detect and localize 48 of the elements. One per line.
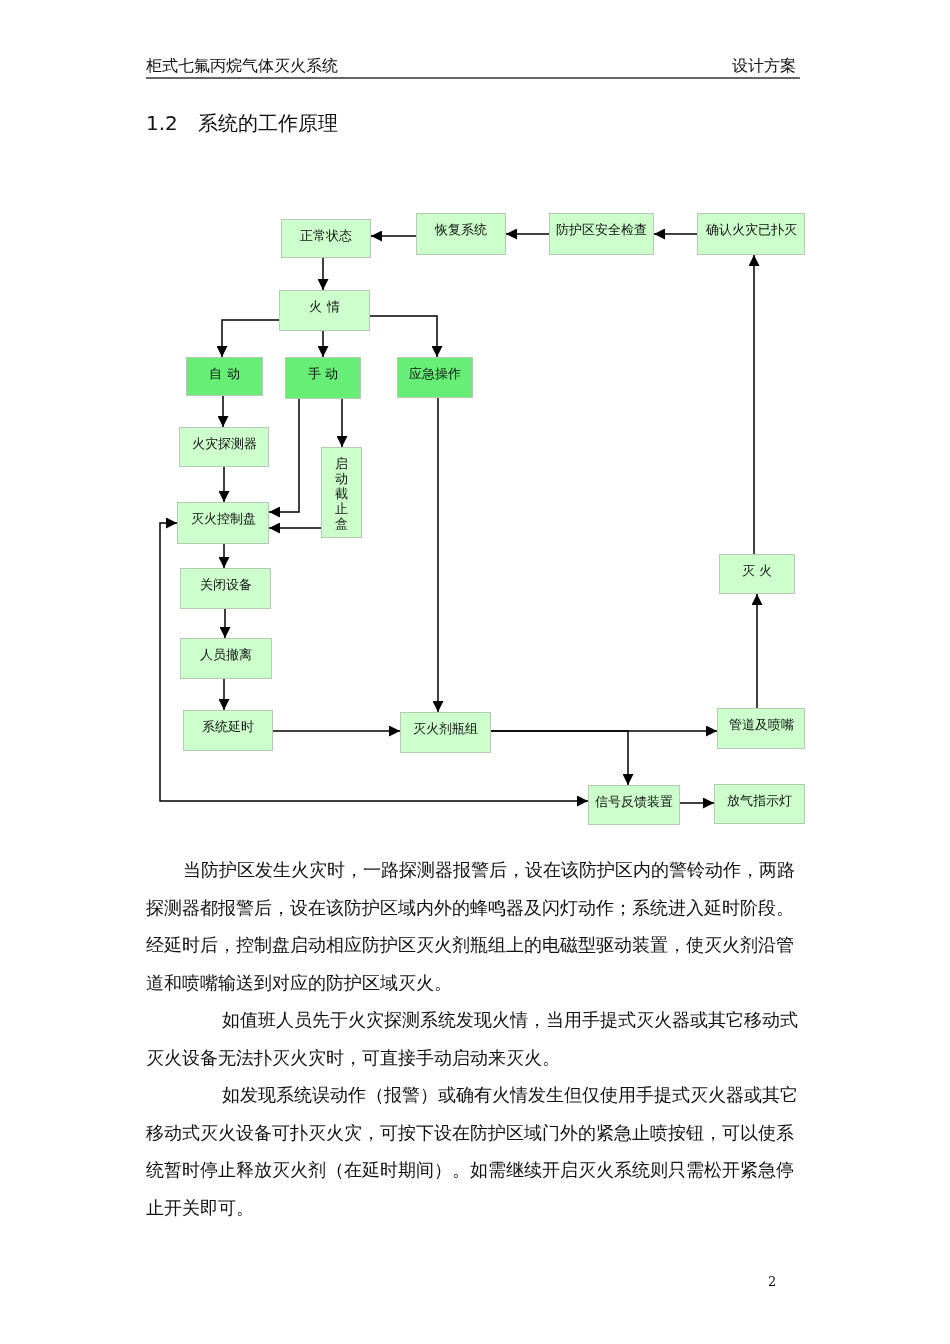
arrow <box>490 730 634 786</box>
arrow <box>219 608 231 639</box>
arrow <box>653 228 698 240</box>
arrow <box>268 522 322 534</box>
process-box: 管道及喷嘴 <box>717 708 805 749</box>
arrow <box>679 797 715 809</box>
arrow <box>216 319 280 358</box>
process-box: 手 动 <box>285 357 361 399</box>
process-box: 人员撤离 <box>180 638 272 679</box>
arrow <box>272 725 401 737</box>
process-box: 关闭设备 <box>180 568 271 609</box>
paragraph: 如发现系统误动作（报警）或确有火情发生但仅使用手提式灭火器或其它移动式灭火设备可扑灭火灾，可按下设在防护区域门外的紧急止喷按钮，可以使系统暂时停止释放灭火剂（在延时期间）。如需继续开启灭火系统则只需松开紧急停止开关即可。 <box>146 1083 799 1220</box>
process-box: 火灾探测器 <box>179 427 269 467</box>
arrow <box>218 466 230 503</box>
arrow <box>751 593 763 709</box>
section-heading: 1.2 系统的工作原理 <box>146 110 338 137</box>
process-box: 恢复系统 <box>416 213 506 255</box>
arrow <box>336 398 348 448</box>
paragraph: 当防护区发生火灾时，一路探测器报警后，设在该防护区内的警铃动作，两路探测器都报警后，设在该防护区域内外的蜂鸣器及闪灯动作；系统进入延时阶段。经延时后，控制盘启动相应防护区灭火剂瓶组上的电磁型驱动装置，使灭火剂沿管道和喷嘴输送到对应的防护区域灭火。 <box>146 858 796 995</box>
arrow <box>505 228 550 240</box>
arrow <box>218 543 230 569</box>
header-text: 柜式七氟丙烷气体灭火系统 <box>146 56 338 77</box>
process-box: 确认火灾已扑灭 <box>697 213 805 255</box>
process-box: 防护区安全检查 <box>549 213 654 255</box>
process-box: 灭火控制盘 <box>177 502 269 544</box>
arrow <box>432 397 444 713</box>
process-box: 灭火剂瓶组 <box>400 712 491 753</box>
process-box: 自 动 <box>186 357 263 396</box>
arrow <box>218 678 230 711</box>
arrow <box>369 315 443 358</box>
arrow <box>217 395 229 428</box>
paragraph: 如值班人员先于火灾探测系统发现火情，当用手提式灭火器或其它移动式灭火设备无法扑灭火灾时，可直接手动启动来灭火。 <box>146 1008 799 1070</box>
process-box: 火 情 <box>279 290 370 331</box>
process-box: 灭 火 <box>719 554 795 594</box>
arrow <box>370 230 417 242</box>
process-box: 放气指示灯 <box>714 784 805 824</box>
process-box: 启动截止盒 <box>321 447 362 538</box>
arrow <box>317 257 329 291</box>
arrow <box>317 330 329 358</box>
arrow <box>748 254 760 555</box>
process-box: 正常状态 <box>281 219 371 258</box>
arrow <box>268 398 300 518</box>
process-box: 应急操作 <box>397 357 473 398</box>
page-number: 2 <box>768 1274 777 1289</box>
process-box: 信号反馈装置 <box>588 785 680 825</box>
header-text: 设计方案 <box>732 56 796 77</box>
arrow <box>159 517 589 807</box>
process-box: 系统延时 <box>183 710 273 751</box>
